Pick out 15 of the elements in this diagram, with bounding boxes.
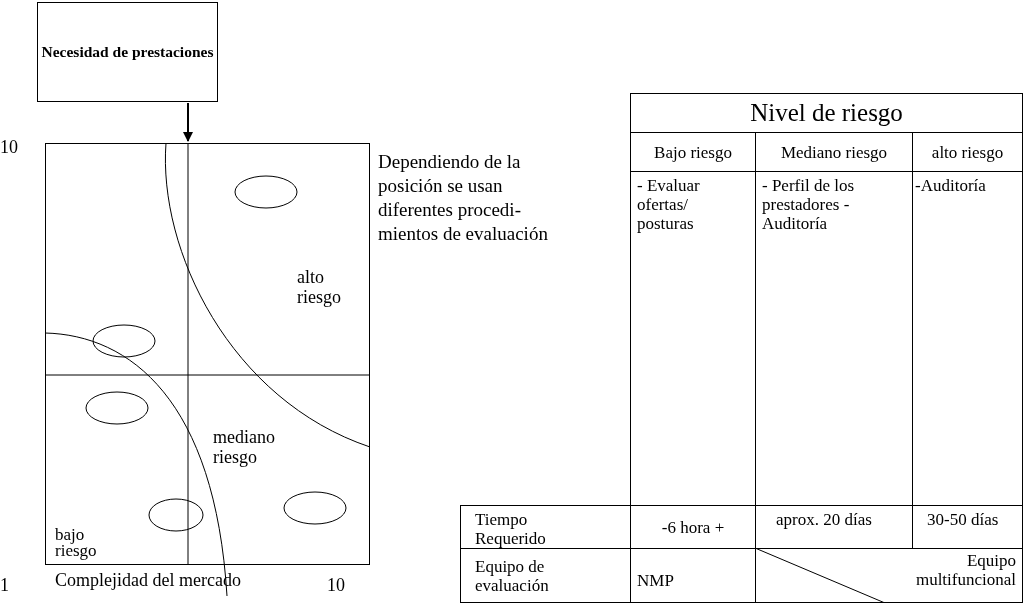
arrow <box>183 102 193 142</box>
quadrant-label: bajo riesgo <box>55 527 98 559</box>
axis-tick-label: 10 <box>0 137 19 157</box>
quadrant-label: mediano riesgo <box>213 427 276 467</box>
quadrant-label: alto riesgo <box>297 267 342 307</box>
table-cell: -Auditoría <box>912 171 1023 506</box>
axis-tick-label: 10 <box>327 575 346 595</box>
note-text: Dependiendo de la posición se usan diferentes procedi-mientos de evaluación <box>378 150 549 246</box>
axis-title: Complejidad del mercado <box>55 570 242 590</box>
axis-tick-label: 1 <box>0 575 10 595</box>
header-cell: Nivel de riesgo <box>630 93 1023 133</box>
table-cell: Equipo multifuncional <box>755 548 1023 603</box>
table-cell: Equipo de evaluación <box>460 548 631 603</box>
title-box: Necesidad de prestaciones <box>37 2 218 102</box>
table-cell: Tiempo Requerido <box>460 505 631 549</box>
